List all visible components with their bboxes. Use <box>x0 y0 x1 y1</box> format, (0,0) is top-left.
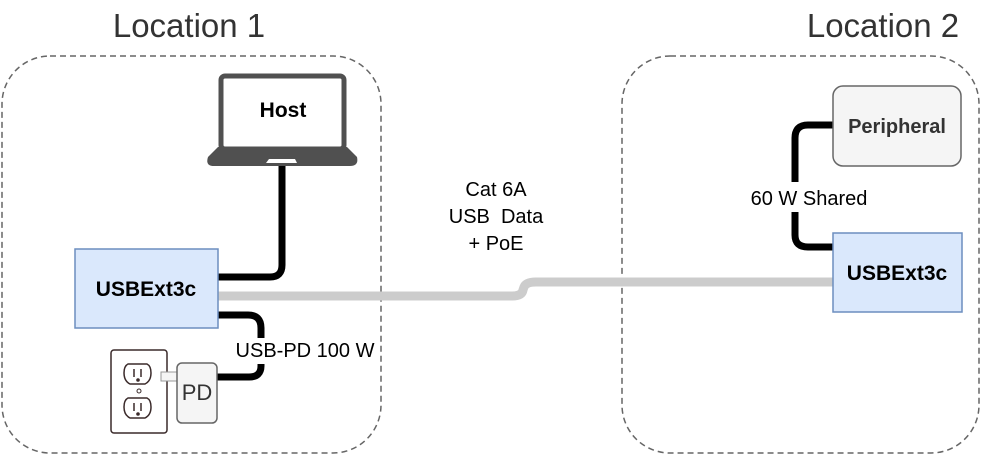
cat6a-label-line-1: Cat 6A <box>465 179 527 201</box>
remote-extender-label: USBExt3c <box>847 262 948 285</box>
usb-pd-cable-upper <box>218 311 265 338</box>
location-2-container <box>621 55 980 454</box>
peripheral-box[interactable] <box>832 85 962 167</box>
location-1-title: Location 1 <box>113 7 265 44</box>
usb-pd-cable-lower <box>215 364 265 381</box>
remote-extender-box[interactable] <box>832 232 963 313</box>
power-supply-icon <box>160 362 218 424</box>
power-outlet-icon <box>110 349 168 434</box>
shared-power-label: 60 W Shared <box>751 188 868 210</box>
usb-pd-label: USB-PD 100 W <box>236 340 375 362</box>
cat6a-cable <box>218 277 835 301</box>
location-2-title: Location 2 <box>807 7 959 44</box>
local-extender-box[interactable] <box>74 248 219 329</box>
cat6a-label-line-3: + PoE <box>468 233 523 255</box>
cat6a-label-line-2: USB Data <box>449 206 544 228</box>
location-1-container <box>1 55 382 454</box>
host-cable <box>218 162 286 281</box>
shared-power-cable-upper <box>791 121 836 182</box>
host-label: Host <box>260 99 307 122</box>
laptop-icon <box>207 73 358 166</box>
shared-power-cable-lower <box>791 212 836 251</box>
power-supply-label: PD <box>182 380 213 405</box>
local-extender-label: USBExt3c <box>96 278 197 301</box>
peripheral-label: Peripheral <box>848 116 946 138</box>
